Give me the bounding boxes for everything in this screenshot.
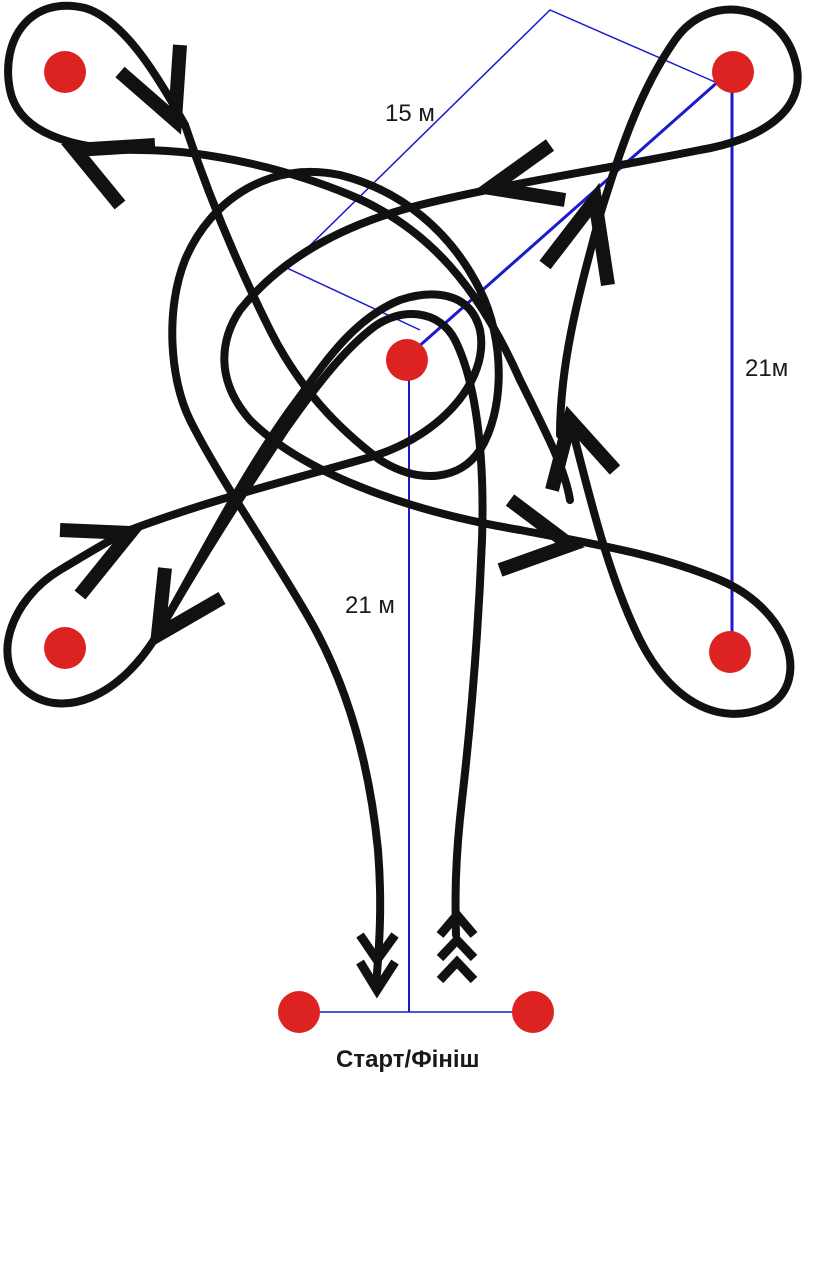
distance-label-21m-right: 21м xyxy=(745,355,789,382)
cone-start-left xyxy=(278,991,320,1033)
arrow-finish-down-2 xyxy=(356,959,399,999)
arrow-bottom-left-right xyxy=(59,523,145,600)
cones xyxy=(44,51,754,1033)
arrow-bottom-left-down xyxy=(149,567,226,648)
arrow-right-up xyxy=(545,405,621,492)
arrow-start-up-2 xyxy=(436,933,478,962)
start-finish-label: Старт/Фініш xyxy=(336,1046,480,1073)
cone-top-right xyxy=(712,51,754,93)
cone-start-right xyxy=(512,991,554,1033)
arrow-top-right-up xyxy=(539,182,615,287)
arrow-bottom-right-right xyxy=(497,494,585,577)
cone-center xyxy=(386,339,428,381)
path-loop-top-right xyxy=(220,5,802,534)
path-loop-bottom-left xyxy=(3,290,486,708)
distance-label-21m-center: 21 м xyxy=(345,592,395,619)
arrow-start-up-3 xyxy=(436,955,478,984)
arrow-top-center-left xyxy=(472,139,567,207)
measure-bracket-15m xyxy=(285,9,716,331)
path-center-ring xyxy=(168,121,503,989)
path-loop-bottom-right xyxy=(516,416,795,718)
arrow-finish-down-1 xyxy=(356,932,399,968)
measure-line-center-to-topright xyxy=(407,78,721,358)
cone-bottom-right xyxy=(709,631,751,673)
direction-arrows xyxy=(59,44,621,999)
arrow-top-left-down xyxy=(115,44,187,135)
distance-label-15m: 15 м xyxy=(385,100,435,127)
arrow-start-up-1 xyxy=(436,908,478,938)
arrow-top-left-left xyxy=(60,138,156,210)
cone-top-left xyxy=(44,51,86,93)
path-return-finish xyxy=(156,310,487,939)
cone-bottom-left xyxy=(44,627,86,669)
